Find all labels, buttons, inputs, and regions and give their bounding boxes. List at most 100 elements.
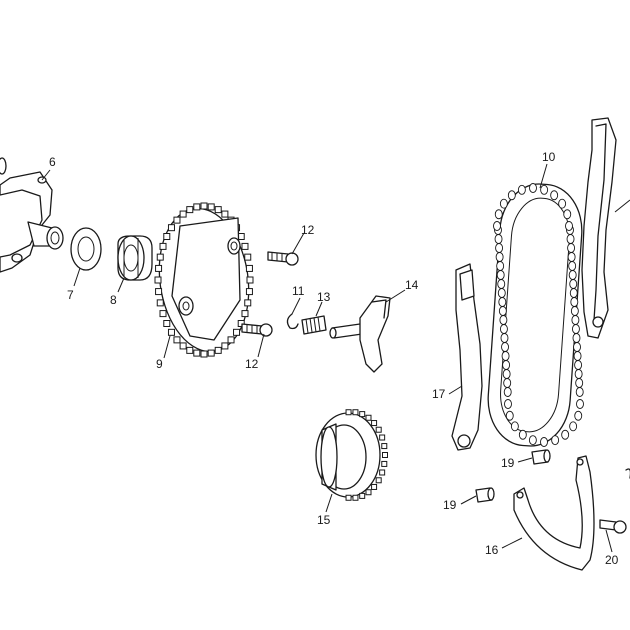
chain-link [500, 333, 509, 343]
gear-tooth [359, 492, 366, 499]
gear-tooth [382, 452, 388, 458]
chain-link [507, 190, 516, 201]
chain-link [497, 288, 506, 298]
sprocket-tooth [193, 203, 201, 211]
sprocket-tooth [173, 336, 181, 344]
gear-tooth [345, 494, 352, 501]
sprocket-tooth [221, 210, 229, 218]
chain-link [503, 378, 512, 388]
chain-link [558, 198, 567, 209]
callout-9: 9 [156, 357, 163, 371]
chain-link [573, 342, 581, 352]
chain-link [510, 421, 519, 432]
gear-tooth [379, 469, 386, 476]
sprocket-tooth [245, 264, 253, 272]
chain-link [572, 333, 581, 343]
chain-link [518, 429, 527, 440]
part-12-bolt-upper [267, 251, 299, 266]
part-7-washer [70, 227, 102, 271]
chain-link [499, 198, 508, 209]
leader-lines [41, 163, 613, 553]
gear-tooth [352, 494, 359, 501]
chain-link [568, 270, 577, 280]
chain-link [569, 288, 578, 298]
part-15-gear [315, 409, 388, 501]
callout-6: 6 [49, 155, 56, 169]
sprocket-tooth [179, 210, 187, 218]
sprocket-tooth [159, 242, 167, 250]
chain-link [573, 351, 582, 361]
chain-link [494, 234, 503, 244]
chain-link [567, 243, 576, 253]
callout-10: 10 [542, 150, 556, 164]
callout-11: 11 [292, 284, 305, 298]
chain-link [570, 306, 579, 316]
callout-19-upper: 19 [501, 456, 515, 470]
chain-link [575, 387, 584, 397]
chain-link [568, 261, 577, 271]
sprocket-tooth [173, 216, 181, 224]
sprocket-tooth [246, 276, 254, 284]
callout-20: 20 [605, 553, 619, 567]
chain-link [502, 360, 511, 370]
part-9-sprocket [154, 202, 254, 358]
gear-tooth [365, 414, 372, 421]
sprocket-tooth [155, 288, 163, 296]
chain-link [501, 342, 509, 352]
chain-link [499, 324, 508, 334]
sprocket-tooth [214, 206, 222, 214]
chain-link [550, 190, 559, 201]
sprocket-tooth [186, 206, 194, 214]
chain-link [575, 378, 584, 388]
part-19-bushing-lower [475, 487, 495, 503]
chain-link [496, 261, 505, 271]
chain-link [540, 184, 549, 195]
sprocket-tooth [207, 349, 215, 357]
gear-tooth [375, 426, 382, 433]
part-20-bolt [599, 519, 627, 534]
chain-link [529, 183, 537, 193]
chain-link [499, 315, 508, 325]
gear-tooth [371, 420, 378, 427]
gear-tooth [381, 443, 388, 450]
chain-link [569, 421, 578, 432]
sprocket-tooth [163, 319, 171, 327]
chain-link [551, 435, 560, 446]
gear-tooth [371, 483, 378, 490]
callout-19-lower: 19 [443, 498, 457, 512]
chain-link [574, 410, 583, 421]
sprocket-tooth [167, 328, 175, 336]
sprocket-tooth [163, 233, 171, 241]
part-10-chain [487, 183, 584, 447]
callout-15: 15 [317, 513, 331, 527]
sprocket-tooth [207, 203, 215, 211]
sprocket-tooth [154, 276, 162, 284]
part-12-bolt-lower [241, 323, 273, 337]
chain-link [540, 437, 548, 447]
chain-link [571, 324, 580, 334]
chain-link [565, 221, 573, 231]
chain-link [501, 351, 510, 361]
chain-link [528, 435, 537, 446]
sprocket-tooth [241, 310, 249, 318]
chain-link [495, 243, 504, 253]
callout-labels: 6 7 8 9 10 11 12 12 13 14 15 16 17 19 19… [49, 150, 619, 567]
sprocket-tooth [227, 336, 235, 344]
callout-8: 8 [110, 293, 117, 307]
chain-link [502, 369, 511, 379]
edge-part-fragment [625, 468, 630, 479]
sprocket-tooth [193, 349, 201, 357]
sprocket-tooth [237, 319, 245, 327]
callout-16: 16 [485, 543, 499, 557]
sprocket-tooth [179, 342, 187, 350]
chain-link [494, 209, 503, 220]
callout-14: 14 [405, 278, 419, 292]
chain-link [574, 360, 583, 370]
gear-tooth [345, 409, 352, 416]
callout-12-upper: 12 [301, 223, 315, 237]
sprocket-tooth [186, 346, 194, 354]
sprocket-tooth [244, 253, 252, 261]
sprocket-tooth [155, 264, 163, 272]
gear-tooth [365, 489, 372, 496]
